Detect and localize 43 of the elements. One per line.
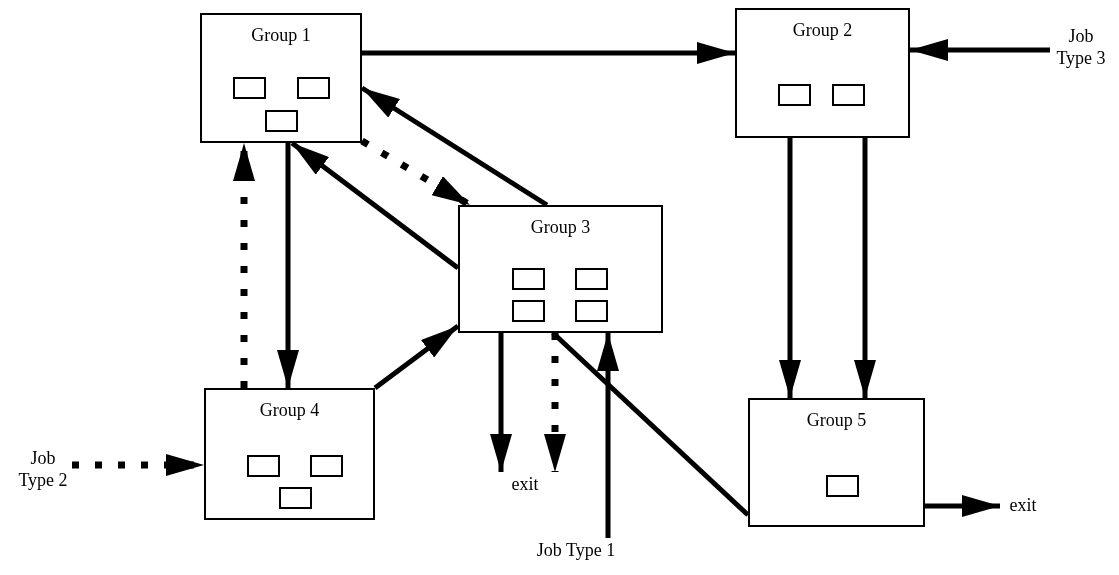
flow-label: Job Type 2 (14, 440, 72, 498)
dotted-arrow (72, 454, 204, 476)
flow-label: exit (1000, 494, 1046, 516)
machine-box (233, 77, 266, 99)
arrow (290, 141, 460, 270)
dotted-arrow (544, 333, 566, 472)
machine-box (247, 455, 280, 477)
machine-box (512, 268, 545, 290)
machine-box (575, 268, 608, 290)
machine-box (832, 84, 865, 106)
machine-box (297, 77, 330, 99)
machine-box (512, 300, 545, 322)
group-title: Group 3 (529, 217, 592, 238)
machine-box (778, 84, 811, 106)
flow-label: exit (490, 472, 560, 496)
connector-line (551, 331, 750, 517)
arrow (910, 39, 1050, 61)
arrow (597, 333, 619, 538)
group-title: Group 1 (250, 25, 312, 46)
arrow (490, 333, 512, 472)
machine-box (310, 455, 343, 477)
group-title: Group 4 (258, 400, 321, 421)
group-title: Group 5 (805, 410, 868, 431)
arrow (779, 138, 801, 398)
machine-box (575, 300, 608, 322)
group-box (204, 388, 375, 520)
machine-box (265, 110, 298, 132)
group-box (200, 13, 362, 143)
arrow (277, 143, 299, 388)
machine-box (826, 475, 859, 497)
dotted-arrow (360, 138, 472, 208)
arrow (362, 42, 735, 64)
flow-label: Job Type 1 (530, 538, 622, 562)
machine-box (279, 487, 312, 509)
group-box (748, 398, 925, 527)
flow-label: Job Type 3 (1050, 18, 1112, 76)
group-title: Group 2 (791, 20, 854, 41)
group-box (735, 8, 910, 138)
arrow (925, 495, 1000, 517)
arrow (373, 324, 460, 390)
dotted-arrow (233, 143, 255, 388)
group-box (458, 205, 663, 333)
arrow (854, 138, 876, 398)
